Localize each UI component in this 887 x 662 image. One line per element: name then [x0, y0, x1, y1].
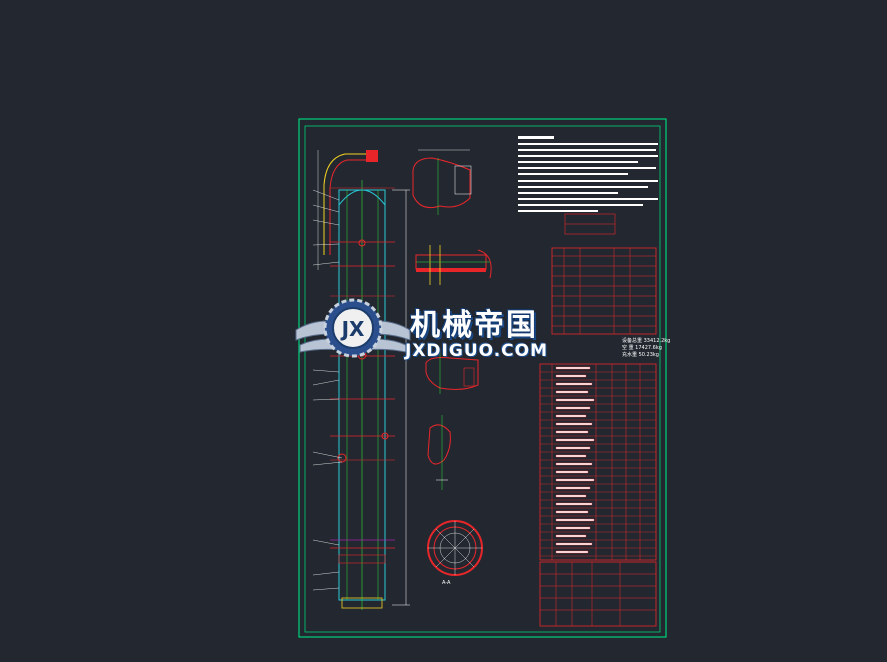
parts-list-text-mark	[555, 422, 593, 426]
top-pipe	[317, 150, 378, 270]
logo-letters: JX	[340, 317, 365, 341]
weights-label-3: 充水重 50.23kg	[622, 352, 659, 358]
parts-list-table	[539, 363, 657, 561]
parts-list-text-mark	[555, 406, 591, 410]
parts-list-text-mark	[555, 462, 593, 466]
section-circle	[427, 520, 483, 576]
parts-list-text-mark	[555, 430, 589, 434]
parts-list-text-mark	[555, 374, 587, 378]
weights-label-1: 设备总重 33412.2kg	[622, 338, 671, 344]
nozzle-table	[551, 247, 657, 335]
parts-list-text-mark	[555, 398, 595, 402]
parts-list-text-mark	[555, 510, 589, 514]
sheet-outer-border	[298, 118, 667, 638]
detail-3	[425, 352, 479, 394]
watermark-logo-icon: JX	[295, 298, 411, 358]
technical-notes	[518, 136, 658, 235]
parts-list-text-mark	[555, 438, 595, 442]
section-label: A-A	[442, 580, 451, 586]
parts-list-text-mark	[555, 414, 587, 418]
weights-label-2: 空 重 17427.6kg	[622, 345, 662, 351]
parts-list-text-mark	[555, 486, 591, 490]
parts-list-text-mark	[555, 478, 595, 482]
watermark-title: 机械帝国	[410, 308, 538, 343]
parts-list-text-mark	[555, 454, 587, 458]
detail-nozzle	[415, 245, 492, 285]
parts-list-text-mark	[555, 390, 589, 394]
parts-list-text-mark	[555, 502, 593, 506]
detail-4	[427, 415, 451, 490]
parts-list-text-mark	[555, 526, 591, 530]
detail-flange-1	[412, 149, 472, 215]
sheet-inner-border	[304, 125, 661, 633]
parts-list-text-mark	[555, 542, 593, 546]
parts-list-text-mark	[555, 366, 591, 370]
leader-lines	[312, 189, 343, 591]
parts-list-text-mark	[555, 382, 593, 386]
title-block	[539, 561, 657, 627]
watermark-domain: JXDIGUO.COM	[405, 341, 549, 361]
parts-list-text-mark	[555, 494, 587, 498]
parts-list-text-mark	[555, 446, 591, 450]
column-vessel	[330, 180, 410, 610]
parts-list-text-mark	[555, 518, 595, 522]
parts-list-text-mark	[555, 470, 589, 474]
parts-list-text-mark	[555, 534, 587, 538]
parts-list-text-mark	[555, 550, 589, 554]
